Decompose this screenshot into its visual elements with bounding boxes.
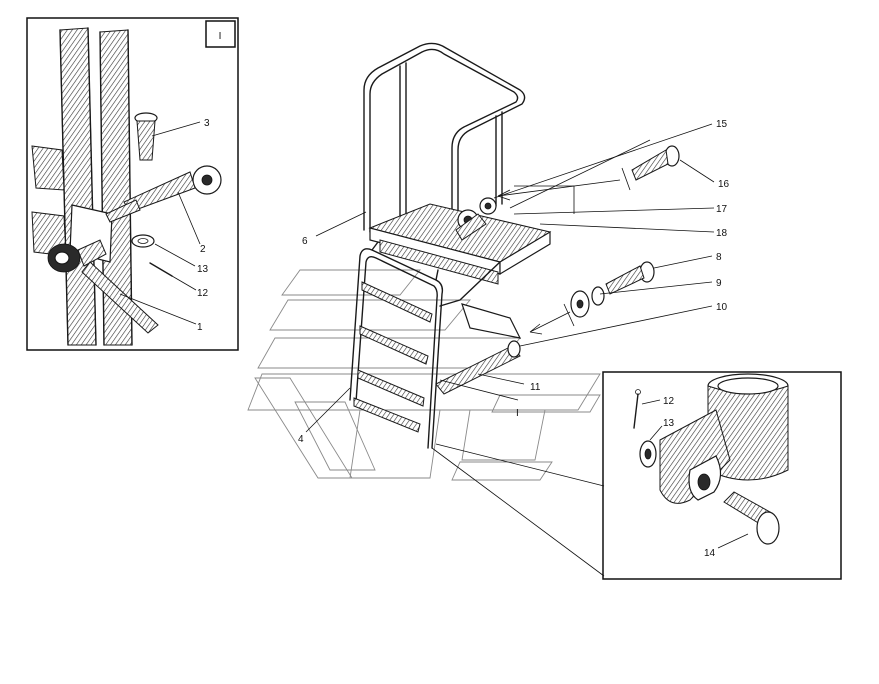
bolt-8 [605, 261, 655, 295]
arrow-10 [529, 311, 571, 335]
callout-9: 9 [716, 278, 722, 289]
inset-right-frame [602, 371, 842, 580]
ladder-step-3 [357, 369, 425, 407]
cotter-pin-12b [633, 393, 639, 429]
washer-9a [591, 286, 605, 306]
callout-labels: 1 2 3 12 13 4 6 8 9 10 11 15 16 17 18 12… [197, 118, 730, 559]
line-15b [509, 139, 651, 209]
arrow-16 [497, 179, 621, 201]
callout-8: 8 [716, 252, 722, 263]
clamp-lever-1 [47, 239, 159, 334]
eye-bolt-2 [105, 165, 222, 223]
callout-13-right: 13 [663, 418, 675, 429]
pulley-group [455, 197, 497, 241]
callout-13-left: 13 [197, 264, 209, 275]
inset-view-i: I [26, 17, 239, 351]
callout-12-right: 12 [663, 396, 675, 407]
callout-1: 1 [197, 322, 203, 333]
background-watermark [247, 269, 601, 481]
ladder-step-2 [359, 325, 429, 365]
inset-hinge-detail [602, 371, 842, 580]
callout-17: 17 [716, 204, 728, 215]
bracket-17 [514, 185, 575, 214]
inset-link-upper [435, 443, 605, 487]
break-mark-16 [621, 167, 631, 191]
ladder-step-1 [361, 281, 433, 323]
callout-4: 4 [298, 434, 304, 445]
callout-12-left: 12 [197, 288, 209, 299]
callout-11: 11 [530, 382, 541, 393]
callout-10: 10 [716, 302, 728, 313]
break-mark-10 [563, 303, 575, 327]
strap-upper [31, 145, 65, 191]
support-arm-11 [435, 345, 521, 395]
view-marker-i: I [516, 408, 519, 419]
ladder-rail-front [349, 248, 444, 449]
callout-16: 16 [718, 179, 730, 190]
callout-2: 2 [200, 244, 206, 255]
ladder-step-4 [353, 397, 421, 433]
callout-14: 14 [704, 548, 716, 559]
inset-title-box [205, 20, 236, 48]
washer-13 [131, 234, 155, 248]
callout-15: 15 [716, 119, 728, 130]
pin-3 [134, 112, 158, 161]
cotter-pin-12 [149, 262, 173, 277]
callout-18: 18 [716, 228, 728, 239]
bolt-16 [631, 145, 680, 181]
inset-left-frame [26, 17, 239, 351]
callout-6: 6 [302, 236, 308, 247]
ladder-assembly [349, 42, 552, 449]
inset-link-lower [431, 447, 605, 577]
guard-rail [363, 42, 526, 247]
callout-3: 3 [204, 118, 210, 129]
inset-title: I [219, 31, 222, 42]
